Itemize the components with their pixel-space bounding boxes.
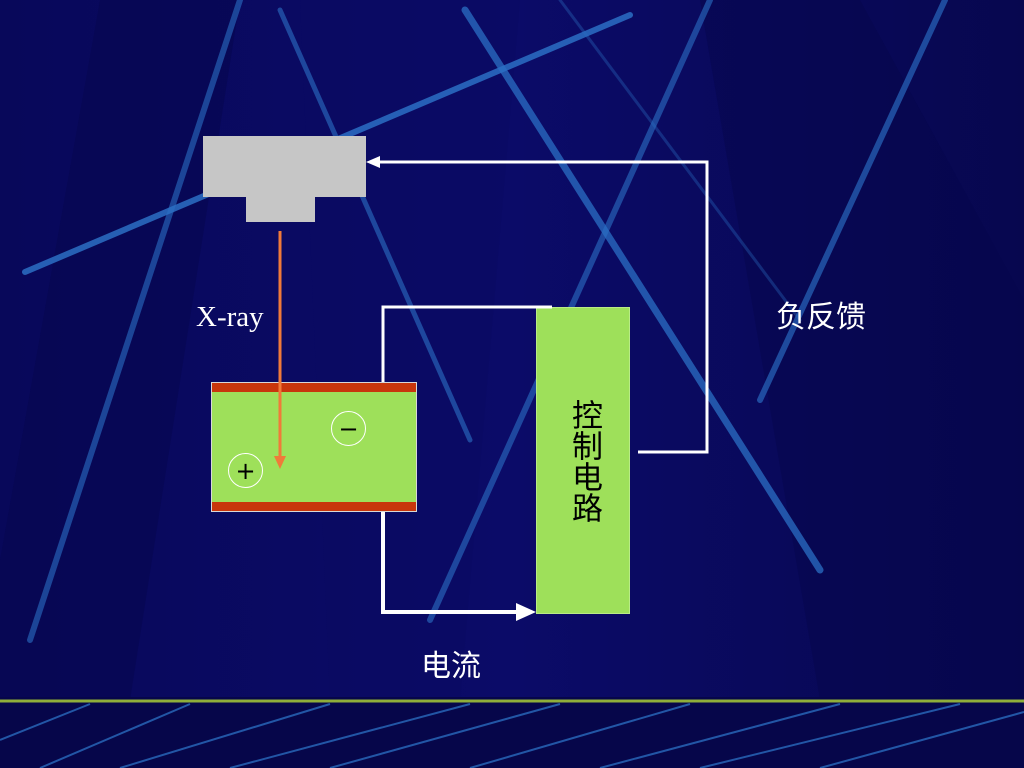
control-circuit-box: 控制电路 <box>536 307 630 614</box>
negative-charge-icon: − <box>331 411 366 446</box>
detector-chamber: − + <box>211 382 417 512</box>
xray-label: X-ray <box>196 301 264 333</box>
bottom-electrode <box>212 502 416 511</box>
xray-source-tip <box>246 197 315 222</box>
control-circuit-label: 控制电路 <box>566 399 602 523</box>
top-electrode <box>212 383 416 392</box>
positive-charge-icon: + <box>228 453 263 488</box>
negative-feedback-label: 负反馈 <box>776 300 866 335</box>
xray-source-body <box>203 136 366 197</box>
current-label: 电流 <box>421 649 481 684</box>
